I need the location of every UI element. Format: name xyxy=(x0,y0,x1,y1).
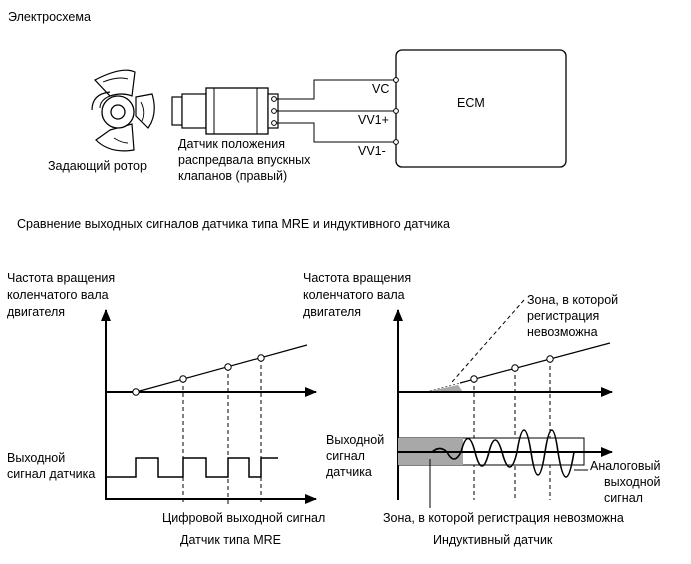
analog-signal xyxy=(431,429,575,478)
comparison-title: Сравнение выходных сигналов датчика типа… xyxy=(17,217,450,231)
mre-output-caption: Цифровой выходной сигнал xyxy=(162,511,325,525)
ind-marker xyxy=(470,375,478,383)
mre-ylabel-line-3: двигателя xyxy=(7,305,65,319)
pin-vv1-plus: VV1+ xyxy=(358,113,389,127)
zone-label-line-2: регистрация xyxy=(527,309,599,323)
pin-terminal xyxy=(393,77,399,83)
mre-ylabel-line-2: коленчатого вала xyxy=(7,288,109,302)
sensor-label-line-3: клапанов (правый) xyxy=(178,169,287,183)
ind-ylabel-line-3: двигателя xyxy=(303,305,361,319)
wiring-title: Электросхема xyxy=(8,10,91,24)
wires xyxy=(276,79,396,143)
ecm-label: ECM xyxy=(457,96,485,110)
mre-output-label-line-1: Выходной xyxy=(7,451,65,465)
pin-terminal xyxy=(393,108,399,114)
ind-marker xyxy=(511,364,519,372)
analog-label-line-2: выходной xyxy=(604,475,661,489)
ind-output-label-line-2: сигнал xyxy=(326,449,365,463)
timing-rotor xyxy=(91,69,155,152)
sensor-label-line-2: распредвала впускных xyxy=(178,153,311,167)
ind-ylabel-line-2: коленчатого вала xyxy=(303,288,405,302)
ind-guides xyxy=(473,359,551,500)
ind-output-label-line-1: Выходной xyxy=(326,433,384,447)
camshaft-sensor xyxy=(171,87,279,135)
pin-terminal xyxy=(393,139,399,145)
zone-label-line-3: невозможна xyxy=(527,325,598,339)
mre-output-label-line-2: сигнал датчика xyxy=(7,467,95,481)
mre-marker xyxy=(224,363,232,371)
analog-label-line-3: сигнал xyxy=(604,491,643,505)
mre-ylabel-line-1: Частота вращения xyxy=(7,271,115,285)
mre-chart: Частота вращения коленчатого вала двигат… xyxy=(7,271,325,547)
mre-speed-ramp xyxy=(135,344,308,393)
mre-digital-signal xyxy=(106,457,278,478)
ind-ylabel-line-1: Частота вращения xyxy=(303,271,411,285)
zone-bottom-label: Зона, в которой регистрация невозможна xyxy=(383,511,624,525)
mre-marker xyxy=(179,375,187,383)
analog-label-line-1: Аналоговый xyxy=(590,459,660,473)
speed-zone-ramp xyxy=(425,382,461,393)
ind-speed-ramp xyxy=(459,342,611,384)
mre-guides xyxy=(182,358,262,505)
mre-marker xyxy=(132,388,140,396)
sensor-label-line-1: Датчик положения xyxy=(178,137,285,151)
inductive-chart: Частота вращения коленчатого вала двигат… xyxy=(303,271,661,547)
ind-output-label-line-3: датчика xyxy=(326,465,372,479)
zone-label-line-1: Зона, в которой xyxy=(527,293,618,307)
inductive-caption: Индуктивный датчик xyxy=(433,533,553,547)
pin-vv1-minus: VV1- xyxy=(358,144,386,158)
pin-vc: VC xyxy=(372,82,389,96)
mre-marker xyxy=(257,354,265,362)
mre-caption: Датчик типа MRE xyxy=(180,533,281,547)
ind-marker xyxy=(546,355,554,363)
speed-zone-fill xyxy=(426,385,463,392)
rotor-label: Задающий ротор xyxy=(48,159,147,173)
